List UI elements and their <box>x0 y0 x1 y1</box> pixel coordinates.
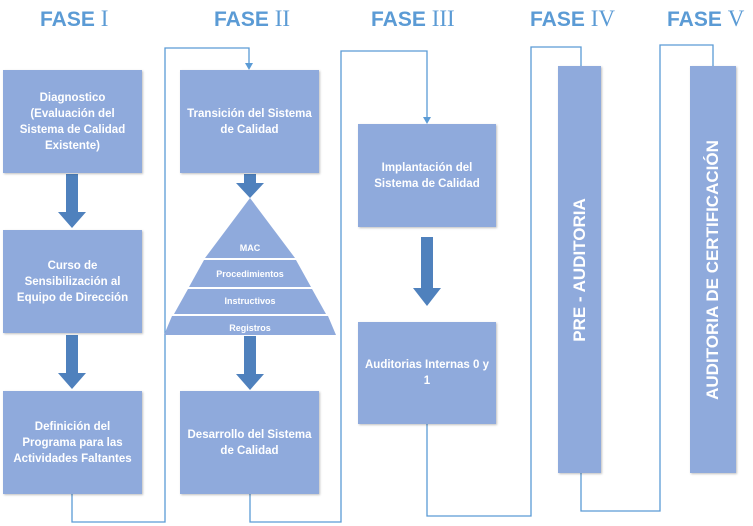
pyramid-label-instructivos: Instructivos <box>224 296 276 306</box>
step-label: Desarrollo del Sistema de Calidad <box>187 428 312 457</box>
step-pre-auditoria: PRE - AUDITORIA <box>558 66 601 473</box>
phase-title-roman: V <box>727 6 745 31</box>
down-arrow-icon <box>58 174 86 228</box>
phase-title-roman: IV <box>590 6 615 31</box>
phase-title-roman: II <box>274 6 291 31</box>
pyramid-level-instructivos <box>174 289 326 314</box>
pyramid-label-registros: Registros <box>229 323 271 333</box>
phase-title-word: FASE <box>40 8 95 31</box>
step-definicion-programa: Definición del Programa para las Activid… <box>3 391 142 494</box>
connector-arrowhead <box>423 117 431 124</box>
step-auditorias-internas: Auditorias Internas 0 y 1 <box>358 322 496 424</box>
step-desarrollo: Desarrollo del Sistema de Calidad <box>180 391 319 494</box>
down-arrow-icon <box>236 174 264 198</box>
connector-phase3-to-phase4 <box>426 46 582 517</box>
phase-title-5: FASE V <box>667 6 744 32</box>
step-curso-sensibilizacion: Curso de Sensibilización al Equipo de Di… <box>3 230 142 333</box>
step-label: AUDITORIA DE CERTIFICACIÓN <box>703 139 722 400</box>
phase-title-roman: III <box>431 6 455 31</box>
pyramid-label-mac: MAC <box>239 243 261 253</box>
phase-title-2: FASE II <box>214 6 290 32</box>
connector-phase2-to-phase3 <box>249 50 428 523</box>
down-arrow-icon <box>58 335 86 389</box>
phase-title-3: FASE III <box>371 6 455 32</box>
phase-title-word: FASE <box>530 8 585 31</box>
step-auditoria-certificacion: AUDITORIA DE CERTIFICACIÓN <box>690 66 736 473</box>
phase-title-roman: I <box>100 6 109 31</box>
step-diagnostico: Diagnostico (Evaluación del Sistema de C… <box>3 70 142 173</box>
phase-title-word: FASE <box>214 8 269 31</box>
connector-arrowhead <box>245 63 253 70</box>
phase-title-1: FASE I <box>40 6 108 32</box>
pyramid-label-procedimientos: Procedimientos <box>216 269 284 279</box>
step-implantacion: Implantación del Sistema de Calidad <box>358 124 496 227</box>
phase-title-4: FASE IV <box>530 6 615 32</box>
step-label: Auditorias Internas 0 y 1 <box>365 359 489 387</box>
connector-phase4-to-phase5 <box>580 44 714 512</box>
down-arrow-icon <box>413 237 441 306</box>
step-label: Implantación del Sistema de Calidad <box>374 161 480 190</box>
phase-title-word: FASE <box>371 8 426 31</box>
step-transicion: Transición del Sistema de Calidad <box>180 70 319 173</box>
connector-phase1-to-phase2 <box>71 47 250 523</box>
pyramid-level-registros <box>164 316 336 335</box>
step-label: Curso de Sensibilización al Equipo de Di… <box>16 259 129 304</box>
phase-title-word: FASE <box>667 8 722 31</box>
pyramid-level-mac <box>205 198 295 258</box>
pyramid-level-procedimientos <box>189 260 311 287</box>
step-label: Diagnostico (Evaluación del Sistema de C… <box>19 91 126 152</box>
step-label: Definición del Programa para las Activid… <box>13 420 132 465</box>
step-label: Transición del Sistema de Calidad <box>187 107 312 136</box>
document-pyramid <box>164 198 336 335</box>
down-arrow-icon <box>236 336 264 390</box>
step-label: PRE - AUDITORIA <box>569 197 589 342</box>
